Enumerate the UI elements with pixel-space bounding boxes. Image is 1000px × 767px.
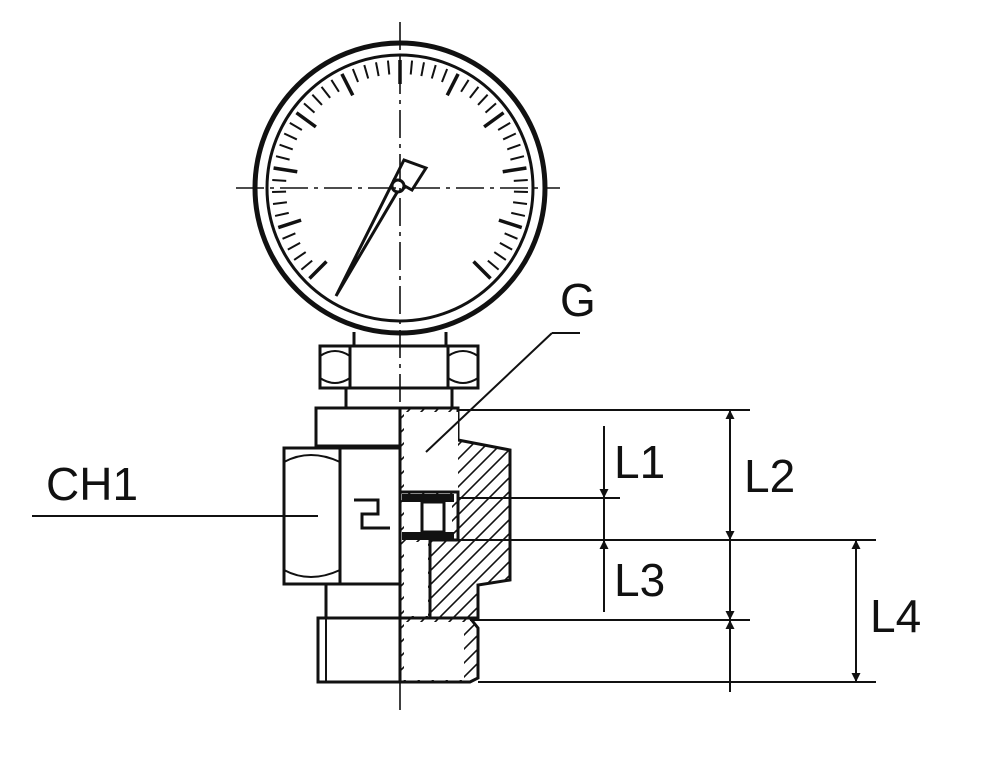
gauge-needle-pivot xyxy=(390,178,406,194)
section-hatch-line xyxy=(563,405,778,620)
gauge-minor-tick xyxy=(510,155,525,161)
section-hatch-line xyxy=(498,615,568,685)
section-hatch-line xyxy=(400,618,401,682)
gauge-minor-tick xyxy=(287,242,301,251)
gauge-minor-tick xyxy=(363,64,370,79)
gauge-major-tick xyxy=(295,111,317,129)
gauge-minor-tick xyxy=(375,62,380,77)
section-hatch-line xyxy=(422,408,510,618)
label-l4: L4 xyxy=(870,590,921,642)
gauge-minor-tick xyxy=(351,68,359,83)
section-hatch-line xyxy=(661,405,876,620)
gauge-minor-tick xyxy=(293,251,307,261)
section-hatch-line xyxy=(717,405,932,620)
section-hatch-line xyxy=(400,618,415,682)
gauge-minor-tick xyxy=(502,132,517,141)
gauge-minor-tick xyxy=(283,132,298,141)
gauge-minor-tick xyxy=(497,121,511,131)
section-hatch-line xyxy=(484,615,554,685)
section-hatch-line xyxy=(703,405,918,620)
gauge-minor-tick xyxy=(504,232,518,240)
gauge-minor-tick xyxy=(386,60,391,75)
gauge-minor-tick xyxy=(282,232,296,240)
gauge-minor-tick xyxy=(513,178,528,182)
section-hatch-line xyxy=(400,408,429,618)
section-hatch-line xyxy=(633,405,848,620)
gauge-major-tick xyxy=(472,260,492,280)
section-hatch-line xyxy=(400,408,510,618)
section-hatch-line xyxy=(436,408,510,618)
label-l2: L2 xyxy=(744,450,795,502)
gauge-major-tick xyxy=(483,111,505,129)
gauge-minor-tick xyxy=(484,102,497,114)
gauge-minor-tick xyxy=(512,201,528,206)
gauge-minor-tick xyxy=(275,155,290,161)
gauge-minor-tick xyxy=(272,178,287,182)
gauge-hex-nut xyxy=(318,344,480,410)
seal-ring-bottom xyxy=(402,532,454,540)
gauge-minor-tick xyxy=(511,211,526,217)
gauge-minor-tick xyxy=(430,64,437,79)
section-hatch-line xyxy=(689,405,904,620)
fitting-body-exterior xyxy=(282,406,402,684)
gauge-minor-tick xyxy=(279,143,294,151)
section-hatch-line xyxy=(469,618,478,682)
label-g: G xyxy=(560,274,596,326)
label-l3: L3 xyxy=(614,554,665,606)
gauge-needle xyxy=(334,177,405,297)
gauge-major-tick xyxy=(498,218,523,230)
gauge-minor-tick xyxy=(499,242,513,251)
gauge-stem-neck xyxy=(352,332,448,346)
gauge-minor-tick xyxy=(506,143,521,151)
gauge-major-tick xyxy=(273,166,298,174)
section-hatch-line xyxy=(512,615,582,685)
gauge-minor-tick xyxy=(409,60,414,75)
gauge-major-tick xyxy=(502,166,527,174)
gauge-minor-tick xyxy=(289,121,303,131)
gauge-minor-tick xyxy=(272,201,288,206)
section-hatch-line xyxy=(647,405,862,620)
section-hatch-line xyxy=(577,405,792,620)
gauge-major-tick xyxy=(277,218,302,230)
gauge-minor-tick xyxy=(330,79,340,93)
gauge-scale-ticks xyxy=(272,60,528,280)
gauge-major-tick xyxy=(340,73,355,97)
section-hatch-line xyxy=(492,408,510,618)
label-ch1: CH1 xyxy=(46,458,138,510)
gauge-minor-tick xyxy=(420,62,425,77)
fitting-body-section xyxy=(398,405,932,685)
section-hatch-line xyxy=(455,618,478,682)
gauge-major-tick xyxy=(308,260,328,280)
section-hatch-line xyxy=(526,615,596,685)
gauge-minor-tick xyxy=(320,86,331,99)
gauge-minor-tick xyxy=(274,211,289,217)
gauge-minor-tick xyxy=(441,68,449,83)
gauge-minor-tick xyxy=(469,86,480,99)
gauge-minor-tick xyxy=(311,94,323,106)
section-hatch-line xyxy=(540,615,610,685)
g-leader-line xyxy=(425,332,553,453)
section-hatch-line xyxy=(400,408,415,618)
gauge-minor-tick xyxy=(487,259,500,271)
brand-logo xyxy=(354,498,390,530)
gauge-minor-tick xyxy=(460,79,470,93)
section-hatch-line xyxy=(400,408,510,618)
gauge-minor-tick xyxy=(303,102,316,114)
seal-ring-top xyxy=(402,494,454,502)
gauge-minor-tick xyxy=(477,94,489,106)
label-l1: L1 xyxy=(614,436,665,488)
gauge-major-tick xyxy=(445,73,460,97)
section-hatch-line xyxy=(408,408,510,618)
section-hatch-line xyxy=(675,405,890,620)
gauge-minor-tick xyxy=(493,251,507,261)
gauge-minor-tick xyxy=(300,259,313,271)
dimension-lines xyxy=(32,332,876,692)
